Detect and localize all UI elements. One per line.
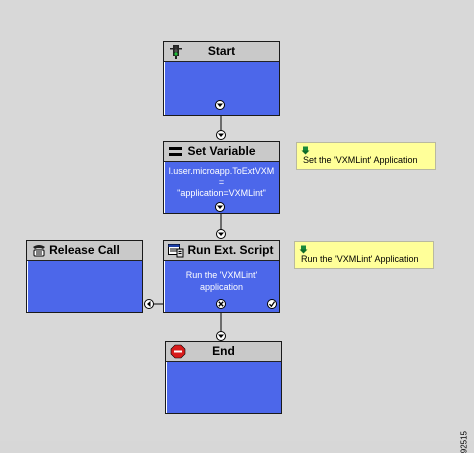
release-call-node-title: Release Call (49, 243, 120, 257)
script-window-icon (168, 243, 184, 258)
runscript-success-port[interactable] (267, 299, 277, 309)
release-call-node[interactable]: Release Call (26, 240, 143, 313)
start-node-title: Start (207, 44, 236, 58)
set-variable-line-2: = (218, 177, 225, 187)
set-variable-line-1: l.user.microapp.ToExtVXM (168, 166, 275, 176)
set-variable-comment-note[interactable]: Set the 'VXMLint' Application (296, 142, 436, 170)
equals-icon (168, 144, 184, 159)
run-ext-script-node[interactable]: Run Ext. Script Run the 'VXMLint' applic… (163, 240, 280, 313)
pushpin-icon (299, 245, 308, 254)
set-variable-line-3: "application=VXMLint" (177, 188, 266, 198)
telephone-icon (31, 243, 47, 258)
start-node-header: Start (164, 42, 279, 62)
end-node-header: End (166, 342, 281, 362)
run-ext-script-line-2: application (199, 282, 244, 292)
setvariable-output-port[interactable] (215, 202, 225, 212)
set-variable-node[interactable]: Set Variable l.user.microapp.ToExtVXM = … (163, 141, 280, 214)
set-variable-note-text: Set the 'VXMLint' Application (303, 155, 418, 165)
release-call-node-header: Release Call (27, 241, 142, 261)
setvariable-input-port[interactable] (216, 130, 226, 140)
set-variable-node-header: Set Variable (164, 142, 279, 162)
script-editor-canvas: Start Set Variable l.user.microapp.ToExt… (26, 41, 468, 453)
releasecall-input-port[interactable] (144, 299, 154, 309)
end-node-title: End (212, 344, 235, 358)
runscript-error-port[interactable] (216, 299, 226, 309)
run-script-note-text: Run the 'VXMLint' Application (301, 254, 419, 264)
end-node[interactable]: End (165, 341, 282, 414)
set-variable-node-title: Set Variable (187, 144, 256, 158)
traffic-light-icon (168, 44, 184, 59)
end-input-port[interactable] (216, 331, 226, 341)
figure-id-label: 92515 (459, 431, 468, 453)
run-ext-script-line-1: Run the 'VXMLint' (185, 270, 258, 280)
stop-sign-icon (170, 344, 186, 359)
runscript-input-port[interactable] (216, 229, 226, 239)
start-node[interactable]: Start (163, 41, 280, 116)
run-script-comment-note[interactable]: Run the 'VXMLint' Application (294, 241, 434, 269)
run-ext-script-node-title: Run Ext. Script (187, 243, 274, 257)
start-output-port[interactable] (215, 100, 225, 110)
run-ext-script-node-header: Run Ext. Script (164, 241, 279, 261)
pushpin-icon (301, 146, 310, 155)
